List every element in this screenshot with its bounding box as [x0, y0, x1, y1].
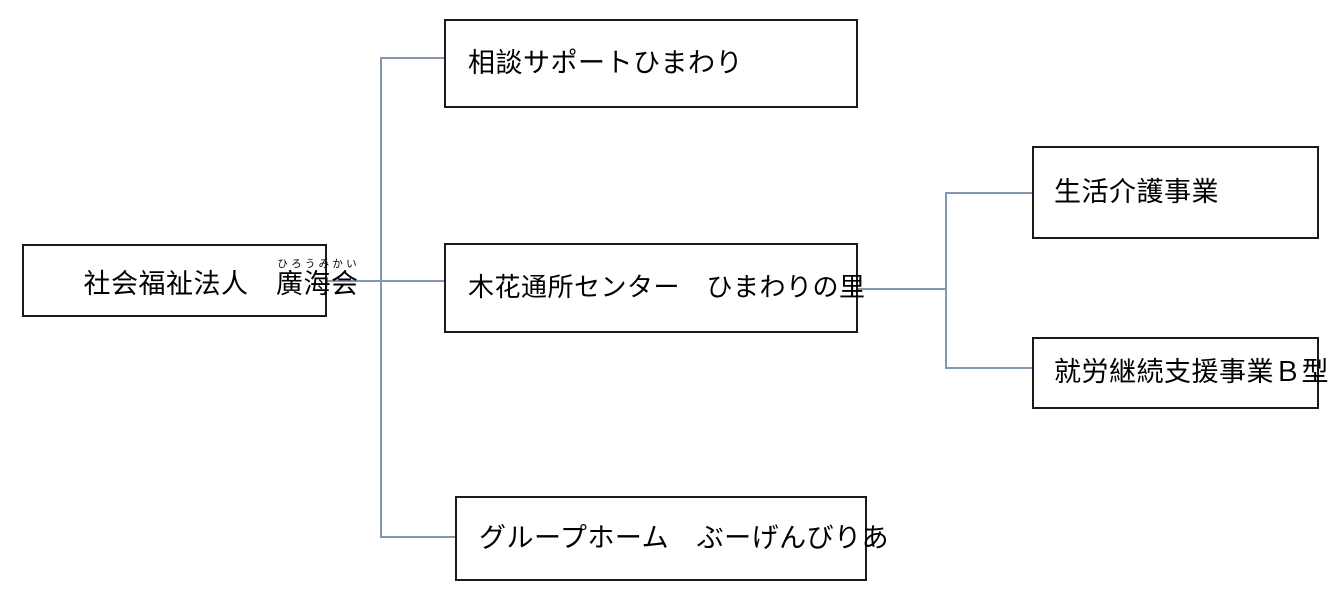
connector-right-vertical	[945, 192, 947, 369]
node-leaf-2-label: 就労継続支援事業Ｂ型	[1054, 357, 1329, 388]
connector-branch-leaf-1	[945, 192, 1032, 194]
connector-root-stub	[327, 280, 381, 282]
connector-branch-child-2	[380, 280, 444, 282]
node-child-1-label: 相談サポートひまわり	[468, 47, 743, 78]
node-root-ruby: 廣海会ひろうみかい	[276, 259, 359, 299]
node-leaf-shuro-keizoku-shien-jigyo-b-gata[interactable]: 就労継続支援事業Ｂ型	[1032, 337, 1329, 409]
node-child-group-home-bougainvillea[interactable]: グループホーム ぶーげんびりあ	[455, 496, 889, 581]
node-child-kihana-center-himawari-no-sato[interactable]: 木花通所センター ひまわりの里	[444, 243, 865, 333]
node-root-ruby-text: ひろうみかい	[276, 258, 359, 270]
node-child-3-label: グループホーム ぶーげんびりあ	[479, 522, 890, 553]
node-root-label-prefix: 社会福祉法人	[83, 268, 276, 299]
node-root-ruby-base: 廣海会	[276, 268, 359, 299]
node-leaf-1-label: 生活介護事業	[1054, 176, 1219, 207]
connector-branch-leaf-2	[945, 367, 1032, 369]
node-root-organization[interactable]: 社会福祉法人 廣海会ひろうみかい	[22, 244, 358, 317]
connector-child-2-stub	[858, 288, 946, 290]
connector-branch-child-3	[380, 536, 455, 538]
node-leaf-seikatsu-kaigo-jigyo[interactable]: 生活介護事業	[1032, 146, 1319, 239]
node-child-soudan-support-himawari[interactable]: 相談サポートひまわり	[444, 19, 858, 108]
node-child-2-label: 木花通所センター ひまわりの里	[468, 273, 866, 303]
connector-branch-child-1	[380, 57, 444, 59]
connector-trunk-vertical	[380, 57, 382, 538]
node-root-label: 社会福祉法人 廣海会ひろうみかい	[24, 230, 359, 331]
